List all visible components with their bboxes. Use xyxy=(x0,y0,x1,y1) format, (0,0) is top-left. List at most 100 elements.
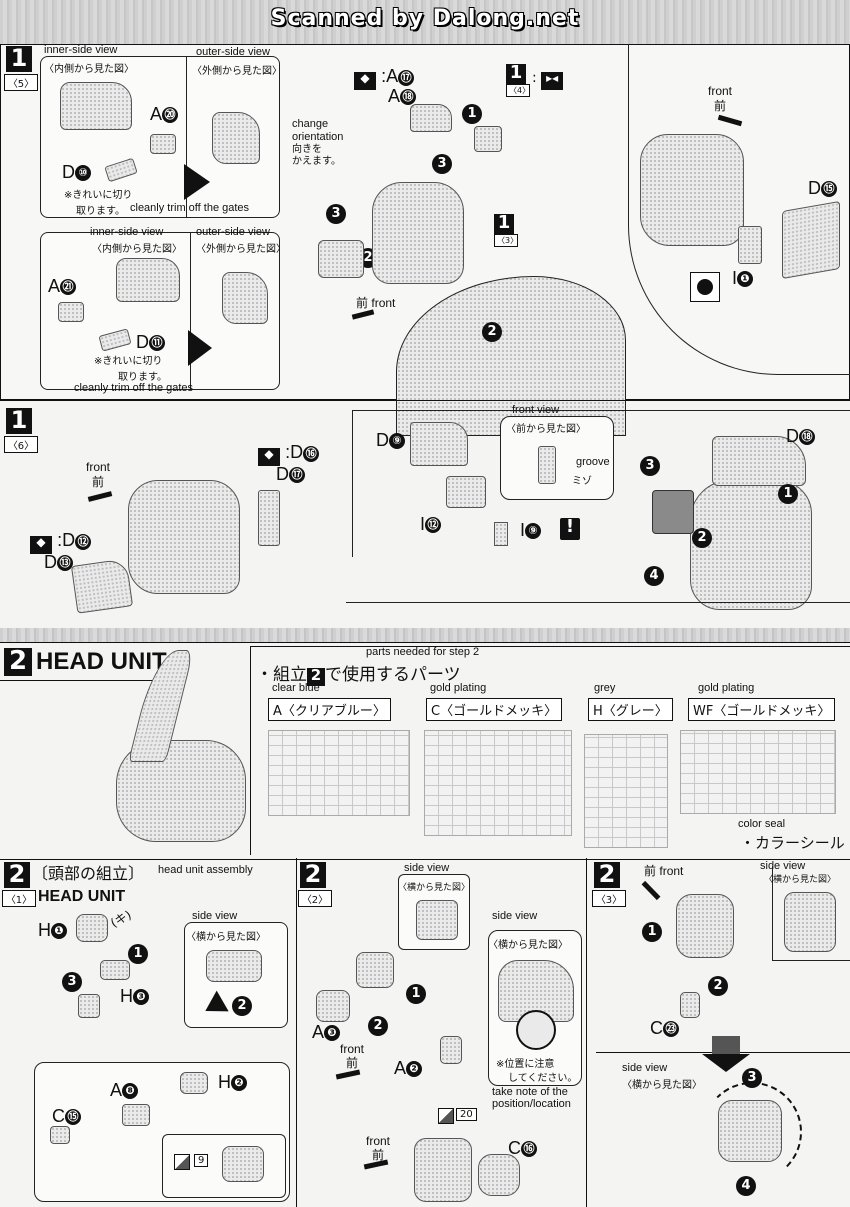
part-a8-drawing xyxy=(122,1104,150,1126)
substep-title-2: HEAD UNIT xyxy=(38,888,126,905)
front-direction-arrow-icon xyxy=(87,491,113,502)
left-right-parts-icon: ◆ xyxy=(354,72,376,90)
left-right-parts-icon: ◆ xyxy=(258,448,280,466)
part-a21-drawing xyxy=(58,302,84,322)
substep-label: 〈5〉 xyxy=(4,74,38,91)
torso-assembly-drawing xyxy=(372,182,464,284)
change-orientation-label-jp: 向きをかえます。 xyxy=(292,144,341,167)
substep-2-1-panel xyxy=(0,858,297,1207)
inner-part-drawing-2 xyxy=(116,258,180,302)
head-assembly-drawing xyxy=(414,1138,472,1202)
step-marker-4: 4 xyxy=(644,566,664,586)
part-piece-drawing xyxy=(474,126,502,152)
part-d13-drawing xyxy=(70,558,134,614)
color-seal-label: color seal xyxy=(738,818,786,830)
runner-c-tag: C〈ゴールドメッキ〉 xyxy=(426,698,563,721)
step-marker-1: 1 xyxy=(642,922,662,942)
outer-part-drawing-2 xyxy=(222,272,268,324)
runner-a-label: clear blue xyxy=(272,682,320,694)
torso-right-drawing xyxy=(690,480,812,610)
step-2-title-underline xyxy=(0,680,160,681)
magnify-circle xyxy=(516,1010,556,1050)
front-view-label-jp: 〈前から見た図〉 xyxy=(506,424,586,435)
part-d18-drawing xyxy=(712,436,806,486)
front-view-box xyxy=(500,416,614,500)
step-title: HEAD UNIT xyxy=(36,648,167,675)
part-c16-drawing xyxy=(478,1154,520,1196)
part-c15-drawing xyxy=(50,1126,70,1144)
step-marker-3: 3 xyxy=(640,456,660,476)
process-arrow-icon xyxy=(702,1054,750,1072)
substep-2-2-panel xyxy=(296,858,587,1207)
substep-title-jp: 〔頭部の組立〕 xyxy=(32,864,145,883)
inner-view-label-2-jp: 〈内側から見た図〉 xyxy=(92,244,182,255)
runner-wf-tag: WF〈ゴールドメッキ〉 xyxy=(688,698,836,721)
substep-label: 〈3〉 xyxy=(592,890,626,907)
side-view-label-2: side view xyxy=(622,1062,668,1074)
part-a3-drawing xyxy=(316,990,350,1022)
step-number: 2 xyxy=(4,648,32,676)
side-view-label: side view xyxy=(760,860,806,872)
side-view-label-jp: 〈横から見た図〉 xyxy=(398,883,471,893)
step-marker-1: 1 xyxy=(778,484,798,504)
part-d9-drawing xyxy=(410,422,468,466)
inner-view-label-jp: 〈内側から見た図〉 xyxy=(44,64,134,75)
part-d17-drawing xyxy=(258,490,280,546)
front-label: 前 front xyxy=(356,296,396,310)
parts-needed-label: parts needed for step 2 xyxy=(366,646,480,658)
color-seal-label-jp: ・カラーシール xyxy=(740,834,845,852)
step-2-header-box xyxy=(0,642,850,860)
side-view-label: side view xyxy=(192,910,238,922)
substep-label: 〈2〉 xyxy=(298,890,332,907)
process-arrow-icon xyxy=(184,164,210,200)
step-marker-3: 3 xyxy=(62,972,82,992)
scan-banner xyxy=(0,0,850,44)
part-h3-drawing xyxy=(100,960,130,980)
outer-view-label-2-jp: 〈外側から見た図〉 xyxy=(196,244,286,255)
caution-icon: ! xyxy=(560,518,580,540)
box-divider xyxy=(190,232,191,390)
part-a20-drawing xyxy=(150,134,176,154)
part-drawing xyxy=(318,240,364,278)
front-view-label: front view xyxy=(512,404,560,416)
left-right-parts-icon: ◆ xyxy=(30,536,52,554)
outer-part-drawing xyxy=(212,112,260,164)
side-view-label-2: side view xyxy=(492,910,538,922)
step-number: 1 xyxy=(6,46,32,72)
seal-icon xyxy=(174,1154,190,1170)
trim-note-jp-2: 取ります。 xyxy=(76,206,125,217)
outer-view-label-2: outer-side view xyxy=(196,226,270,238)
step-marker-2: 2 xyxy=(482,322,502,342)
step-marker-1: 1 xyxy=(462,104,482,124)
step-marker-2: 2 xyxy=(368,1016,388,1036)
step-number: 2 xyxy=(594,862,620,888)
runner-c-drawing xyxy=(424,730,572,836)
trim-note-jp-1: ※きれいに切り xyxy=(64,190,133,201)
inner-part-drawing xyxy=(60,82,132,130)
side-view-label-jp: 〈横から見た図〉 xyxy=(764,875,837,885)
side-view-label-2-jp: 〈横から見た図〉 xyxy=(488,940,568,951)
parts-panel xyxy=(250,646,850,855)
groove-label: groove xyxy=(576,456,610,468)
process-arrow-icon xyxy=(712,1036,740,1054)
assembly-drawing xyxy=(78,994,100,1018)
